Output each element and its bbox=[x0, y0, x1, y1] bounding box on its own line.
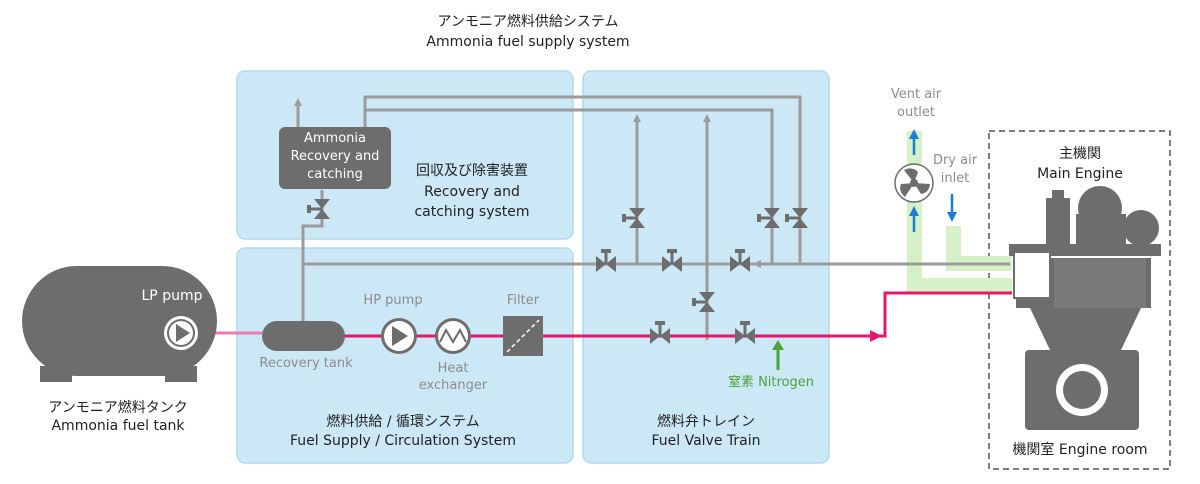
nitrogen-label: 窒素 Nitrogen bbox=[728, 374, 814, 390]
recovery-tank-label: Recovery tank bbox=[259, 356, 353, 371]
engine-room-label: 機関室 Engine room bbox=[1012, 441, 1147, 458]
valve-return-606[interactable] bbox=[596, 249, 616, 272]
fan-icon[interactable] bbox=[894, 163, 934, 203]
valve-recovery[interactable] bbox=[307, 199, 330, 219]
dry-arrow-down bbox=[947, 194, 957, 222]
valve-branch-637[interactable] bbox=[622, 208, 645, 228]
fuel-supply-panel bbox=[236, 247, 574, 464]
tank-label-ja: アンモニア燃料タンク bbox=[48, 399, 187, 416]
engine-label-ja: 主機関 bbox=[1059, 146, 1101, 162]
title-ja: アンモニア燃料供給システム bbox=[437, 13, 618, 30]
heat-exchanger-label-2: exchanger bbox=[419, 378, 488, 393]
title-en: Ammonia fuel supply system bbox=[426, 34, 629, 50]
vent-air-label-1: Vent air bbox=[891, 87, 942, 102]
ammonia-fuel-tank bbox=[22, 266, 217, 382]
fuel-lines bbox=[215, 291, 1012, 342]
main-engine bbox=[1009, 186, 1161, 430]
ammonia-recovery-box[interactable] bbox=[279, 127, 391, 189]
valve-return-672[interactable] bbox=[662, 249, 682, 272]
nitrogen-arrow bbox=[772, 340, 784, 370]
recovery-tank[interactable] bbox=[262, 321, 345, 351]
valve-branch-800[interactable] bbox=[785, 208, 808, 228]
tank-label-en: Ammonia fuel tank bbox=[51, 418, 185, 434]
recovery-box-line3: catching bbox=[307, 167, 363, 182]
lp-pump-icon[interactable] bbox=[164, 316, 198, 350]
vent-air-label-2: outlet bbox=[897, 105, 935, 120]
valve-train-label-en: Fuel Valve Train bbox=[651, 433, 760, 449]
fuel-supply-label-ja: 燃料供給 / 循環システム bbox=[326, 413, 479, 430]
vent-arrow-up-top bbox=[909, 129, 919, 155]
hp-pump-icon[interactable] bbox=[381, 318, 417, 354]
fuel-supply-label-en: Fuel Supply / Circulation System bbox=[290, 433, 516, 449]
dry-air-label-1: Dry air bbox=[933, 153, 978, 168]
vent-arrow-up-bottom bbox=[909, 206, 919, 232]
recovery-box-line1: Ammonia bbox=[304, 131, 366, 146]
valve-return-740[interactable] bbox=[730, 249, 750, 272]
valve-fuel-745[interactable] bbox=[735, 321, 755, 344]
hp-pump-label: HP pump bbox=[363, 293, 422, 308]
heat-exchanger-label-1: Heat bbox=[438, 361, 469, 376]
lp-pump-label: LP pump bbox=[142, 288, 203, 304]
recovery-box-line2: Recovery and bbox=[291, 149, 380, 164]
valve-branch-707[interactable] bbox=[692, 292, 715, 312]
engine-room-box bbox=[988, 130, 1171, 470]
valve-train-label-ja: 燃料弁トレイン bbox=[657, 413, 755, 430]
dry-air-label-2: inlet bbox=[941, 171, 970, 186]
recovery-system-label-en2: catching system bbox=[414, 204, 529, 220]
filter-label: Filter bbox=[507, 293, 540, 308]
recovery-system-label-ja: 回収及び除害装置 bbox=[416, 163, 528, 179]
valve-fuel-660[interactable] bbox=[650, 321, 670, 344]
filter-icon[interactable] bbox=[503, 316, 543, 356]
valve-branch-772[interactable] bbox=[757, 208, 780, 228]
heat-exchanger-icon[interactable] bbox=[435, 318, 471, 354]
recovery-system-label-en1: Recovery and bbox=[424, 184, 520, 200]
engine-label-en: Main Engine bbox=[1037, 166, 1123, 182]
